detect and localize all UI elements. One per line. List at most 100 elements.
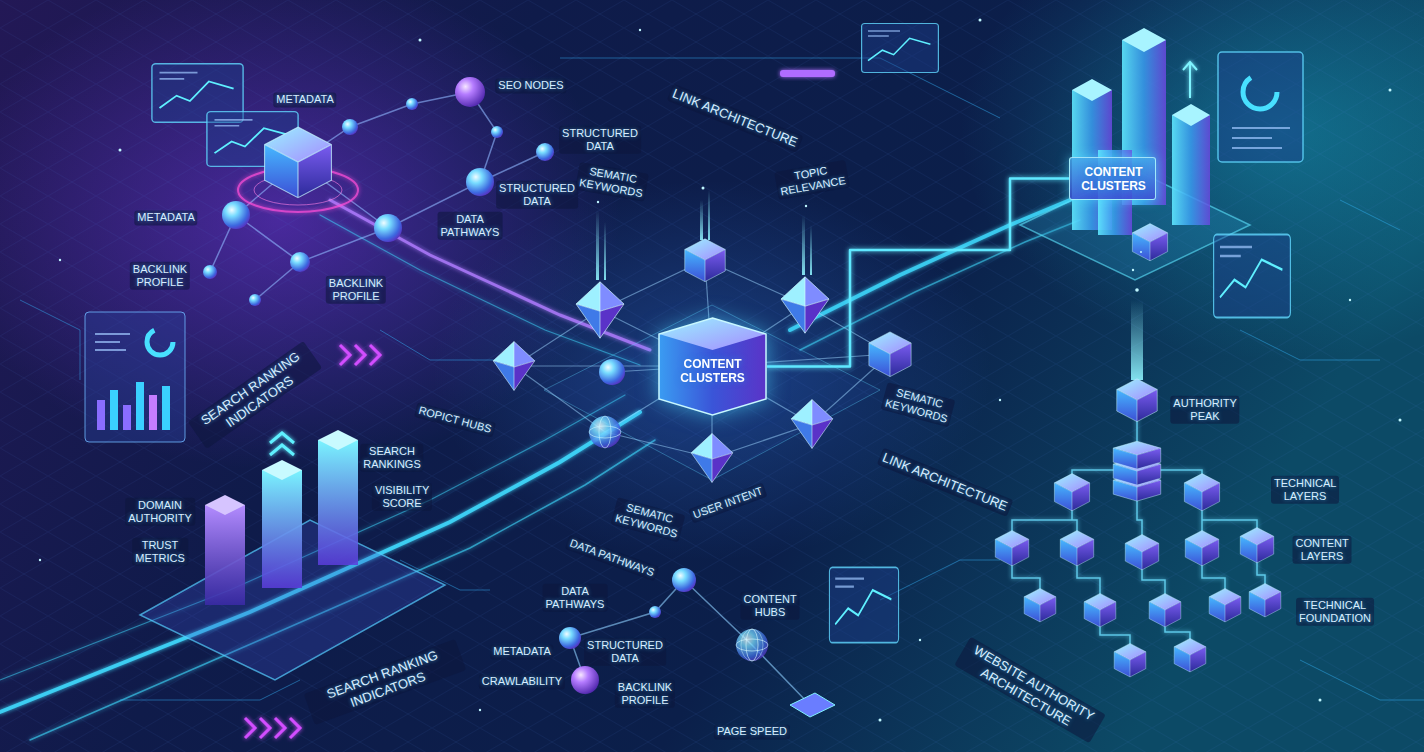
seo-label: TOPIC RELEVANCE [774,160,850,200]
cluster-lattice [576,282,624,338]
crawl-nodes [570,580,810,705]
cluster-lattice [604,222,606,280]
seo-network [152,64,554,306]
ranking-bars [205,505,245,605]
seo-label: METADATA [273,92,336,107]
cluster-lattice [599,416,611,448]
cluster-lattice [810,225,812,275]
particle [1399,419,1402,422]
seo-label: SEO NODES [495,78,566,93]
data-stream [330,200,650,350]
content-towers [1098,150,1132,235]
crawl-nodes [672,568,696,592]
seo-label: USER INTENT [688,482,768,523]
cluster-lattice [514,260,890,458]
particle [39,559,41,561]
particle [639,29,641,31]
particle [1135,288,1139,292]
authority-hierarchy [1024,588,1056,621]
ranking-bars [318,430,358,450]
cluster-lattice [708,190,710,240]
analytics-dashboard [85,312,185,442]
seo-label: TECHNICAL LAYERS [1271,476,1339,504]
particle [879,719,882,722]
analytics-dashboard [110,390,118,430]
particle [419,39,422,42]
seo-label: DATA PATHWAYS [438,212,503,240]
particle [1349,299,1351,301]
authority-hierarchy [1185,531,1218,566]
seo-network [265,127,332,198]
crawl-nodes [559,567,899,717]
circuit-trace [120,680,300,700]
seo-network [374,214,402,242]
content-towers [862,23,939,72]
authority-hierarchy [1174,638,1206,671]
seo-label: VISIBILITY SCORE [372,483,432,511]
authority-hierarchy [995,531,1028,566]
crawl-nodes [741,629,763,661]
ranking-bars [205,495,245,515]
authority-hierarchy [1149,593,1181,626]
seo-label: WEBSITE AUTHORITY ARCHITECTURE [954,637,1106,744]
circuit-trace [1340,200,1400,230]
seo-network [203,265,217,279]
seo-network [466,168,494,196]
cluster-lattice [700,200,703,240]
cluster-lattice [691,434,733,483]
particle [919,639,921,641]
circuit-trace [1300,660,1424,700]
data-stream [800,220,1080,350]
chevron-arrows [340,345,380,365]
particle [979,19,982,22]
content-towers [1243,75,1277,109]
cluster-lattice [589,426,621,438]
node-body: CONTENT CLUSTERS [1081,165,1146,194]
crawl-nodes [570,580,684,680]
seo-label: PAGE SPEED [714,724,790,739]
seo-label: SEARCH RANKING INDICATORS [188,341,323,449]
content-towers [1122,28,1166,52]
data-stream [320,215,640,365]
crawl-nodes [649,606,661,618]
particle [1389,89,1392,92]
seo-network [536,143,554,161]
particle [39,19,1402,722]
authority-hierarchy [1113,441,1161,469]
authority-hierarchy [1012,400,1265,660]
circuit-trace [20,300,80,380]
crawl-nodes [829,567,898,642]
authority-hierarchy [1131,300,1143,380]
cluster-lattice [869,332,911,377]
seo-label: TECHNICAL FOUNDATION [1296,598,1374,626]
cluster-tower-panel: CONTENT CLUSTERS [1069,157,1156,200]
seo-network [491,126,503,138]
seo-label: DATA PATHWAYS [543,584,608,612]
hub-cube-shape [658,317,767,416]
hub-cube: CONTENT CLUSTERS [658,317,767,416]
crawl-nodes [746,629,758,661]
seo-label: BACKLINK PROFILE [130,262,190,290]
analytics-dashboard [95,334,130,350]
particle [59,259,61,261]
cluster-lattice [781,277,829,333]
analytics-dashboard [97,400,105,430]
cluster-lattice [493,190,911,482]
chevron-arrows [245,718,300,738]
data-stream [790,200,1070,330]
seo-label: METADATA [490,644,553,659]
cluster-lattice [514,260,890,458]
content-towers [780,70,835,77]
node-text: CONTENT CLUSTERS [1081,165,1146,194]
analytics-dashboard [147,329,173,355]
crawl-nodes [736,629,768,661]
authority-hierarchy [1114,643,1146,676]
particle [999,399,1001,401]
seo-network [342,119,358,135]
cluster-lattice [802,215,805,275]
chevron-arrows [245,345,380,738]
analytics-dashboard [123,405,131,430]
